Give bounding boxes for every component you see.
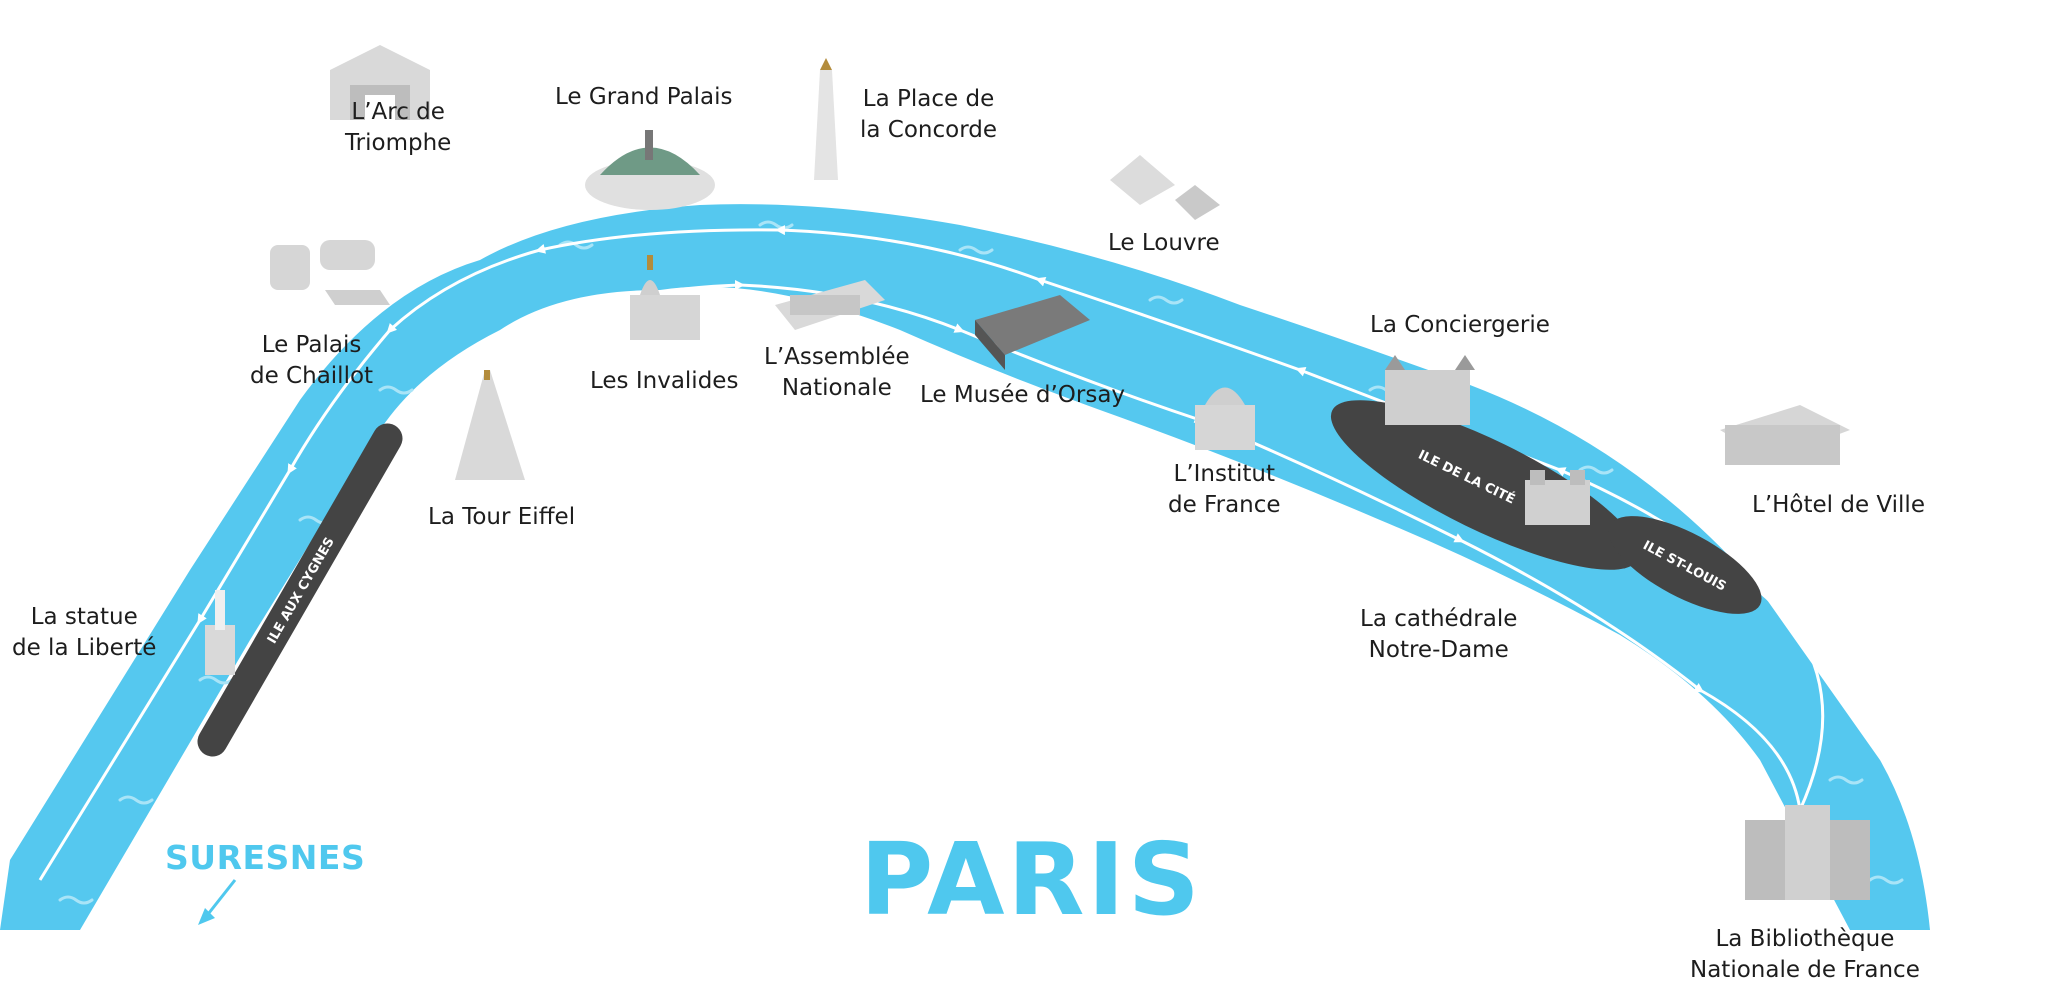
label-invalides: Les Invalides [590, 368, 739, 394]
label-grand-palais: Le Grand Palais [555, 84, 733, 110]
invalides-icon [630, 255, 700, 340]
label-statue-liberte: La statue de la Liberté [12, 604, 157, 661]
label-notre-dame: La cathédrale Notre-Dame [1360, 606, 1518, 663]
label-louvre: Le Louvre [1108, 230, 1220, 256]
island-cite: ILE DE LA CITÉ [1330, 400, 1640, 570]
bibliotheque-nationale-icon [1745, 805, 1870, 900]
conciergerie-icon [1385, 355, 1475, 425]
suresnes-label: SURESNES [165, 838, 366, 877]
label-conciergerie: La Conciergerie [1370, 312, 1550, 338]
notre-dame-icon [1525, 470, 1590, 525]
label-musee-orsay: Le Musée d’Orsay [920, 382, 1126, 408]
label-arc-de-triomphe: L’Arc de Triomphe [345, 99, 452, 156]
label-hotel-de-ville: L’Hôtel de Ville [1752, 492, 1925, 518]
obelisk-concorde-icon [814, 58, 838, 180]
grand-palais-icon [585, 130, 715, 210]
assemblee-nationale-icon [775, 280, 885, 330]
label-assemblee-nationale: L’Assemblée Nationale [764, 344, 910, 401]
hotel-de-ville-icon [1720, 405, 1850, 465]
label-place-concorde: La Place de la Concorde [860, 86, 998, 143]
statue-liberte-icon [205, 590, 235, 675]
institut-de-france-icon [1195, 387, 1255, 450]
louvre-pyramid-icon [1110, 155, 1220, 220]
paris-title: PARIS [860, 821, 1203, 938]
label-institut-de-france: L’Institut de France [1168, 461, 1281, 518]
musee-orsay-icon [975, 295, 1090, 370]
tour-eiffel-icon [455, 370, 525, 480]
label-bibliotheque-nationale: La Bibliothèque Nationale de France [1690, 926, 1920, 983]
suresnes-arrow-icon [198, 879, 237, 925]
palais-chaillot-icon [270, 240, 390, 305]
label-palais-chaillot: Le Palais de Chaillot [250, 332, 374, 389]
arc-de-triomphe-icon [330, 45, 430, 120]
label-tour-eiffel: La Tour Eiffel [428, 504, 576, 530]
